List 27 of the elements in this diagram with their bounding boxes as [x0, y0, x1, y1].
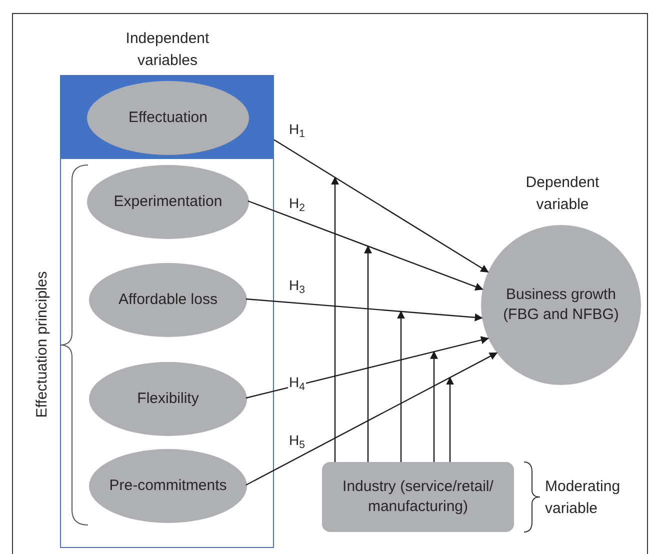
brace-label: Moderating variable: [545, 477, 622, 519]
variable-ellipse: Experimentation: [87, 165, 249, 239]
edge-label: H$_{5}$: [288, 433, 306, 447]
hypothesis-arrow: [274, 139, 489, 273]
brace-label: Effectuation principles: [32, 270, 52, 420]
hypothesis-arrow: [246, 298, 483, 322]
moderator-box: Industry (service/retail/ manufacturing): [322, 462, 514, 532]
group-panel: [60, 158, 274, 548]
hypothesis-arrow: [246, 352, 498, 486]
variable-ellipse: Flexibility: [89, 362, 247, 436]
edge-label: H$_{3}$: [288, 278, 306, 292]
moderation-arrow: [430, 350, 438, 462]
moderation-arrow: [364, 245, 372, 462]
group-heading: Independent variables: [124, 29, 210, 71]
variable-ellipse: Affordable loss: [89, 263, 247, 337]
header-panel: [60, 75, 274, 158]
group-heading: Dependent variable: [524, 173, 600, 215]
moderation-arrow: [397, 310, 405, 462]
hypothesis-arrow: [246, 336, 490, 399]
hypothesis-arrow: [248, 200, 484, 291]
edge-label: H$_{2}$: [288, 196, 306, 210]
variable-ellipse: Effectuation: [87, 81, 249, 155]
edge-label: H$_{4}$: [288, 375, 306, 389]
variable-ellipse: Pre-commitments: [89, 449, 247, 523]
moderation-arrow: [331, 176, 339, 462]
moderation-arrow: [446, 376, 454, 462]
edge-label: H$_{1}$: [288, 122, 306, 136]
